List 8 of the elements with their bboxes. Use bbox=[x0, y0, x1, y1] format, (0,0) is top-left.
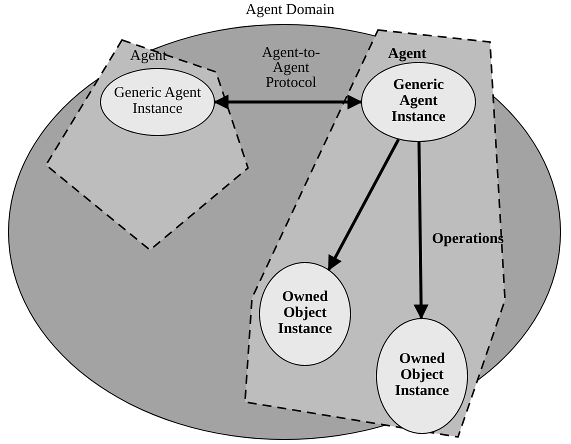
operations-label: Operations bbox=[432, 231, 504, 248]
agent-label: Agent bbox=[388, 46, 426, 63]
arrow bbox=[214, 94, 362, 110]
arrow bbox=[328, 138, 400, 271]
domain-title: Agent Domain bbox=[244, 2, 336, 19]
edge-label: Agent-to-Agent Protocol bbox=[260, 46, 322, 91]
agent-label: Agent bbox=[130, 48, 167, 65]
arrow bbox=[414, 142, 429, 320]
